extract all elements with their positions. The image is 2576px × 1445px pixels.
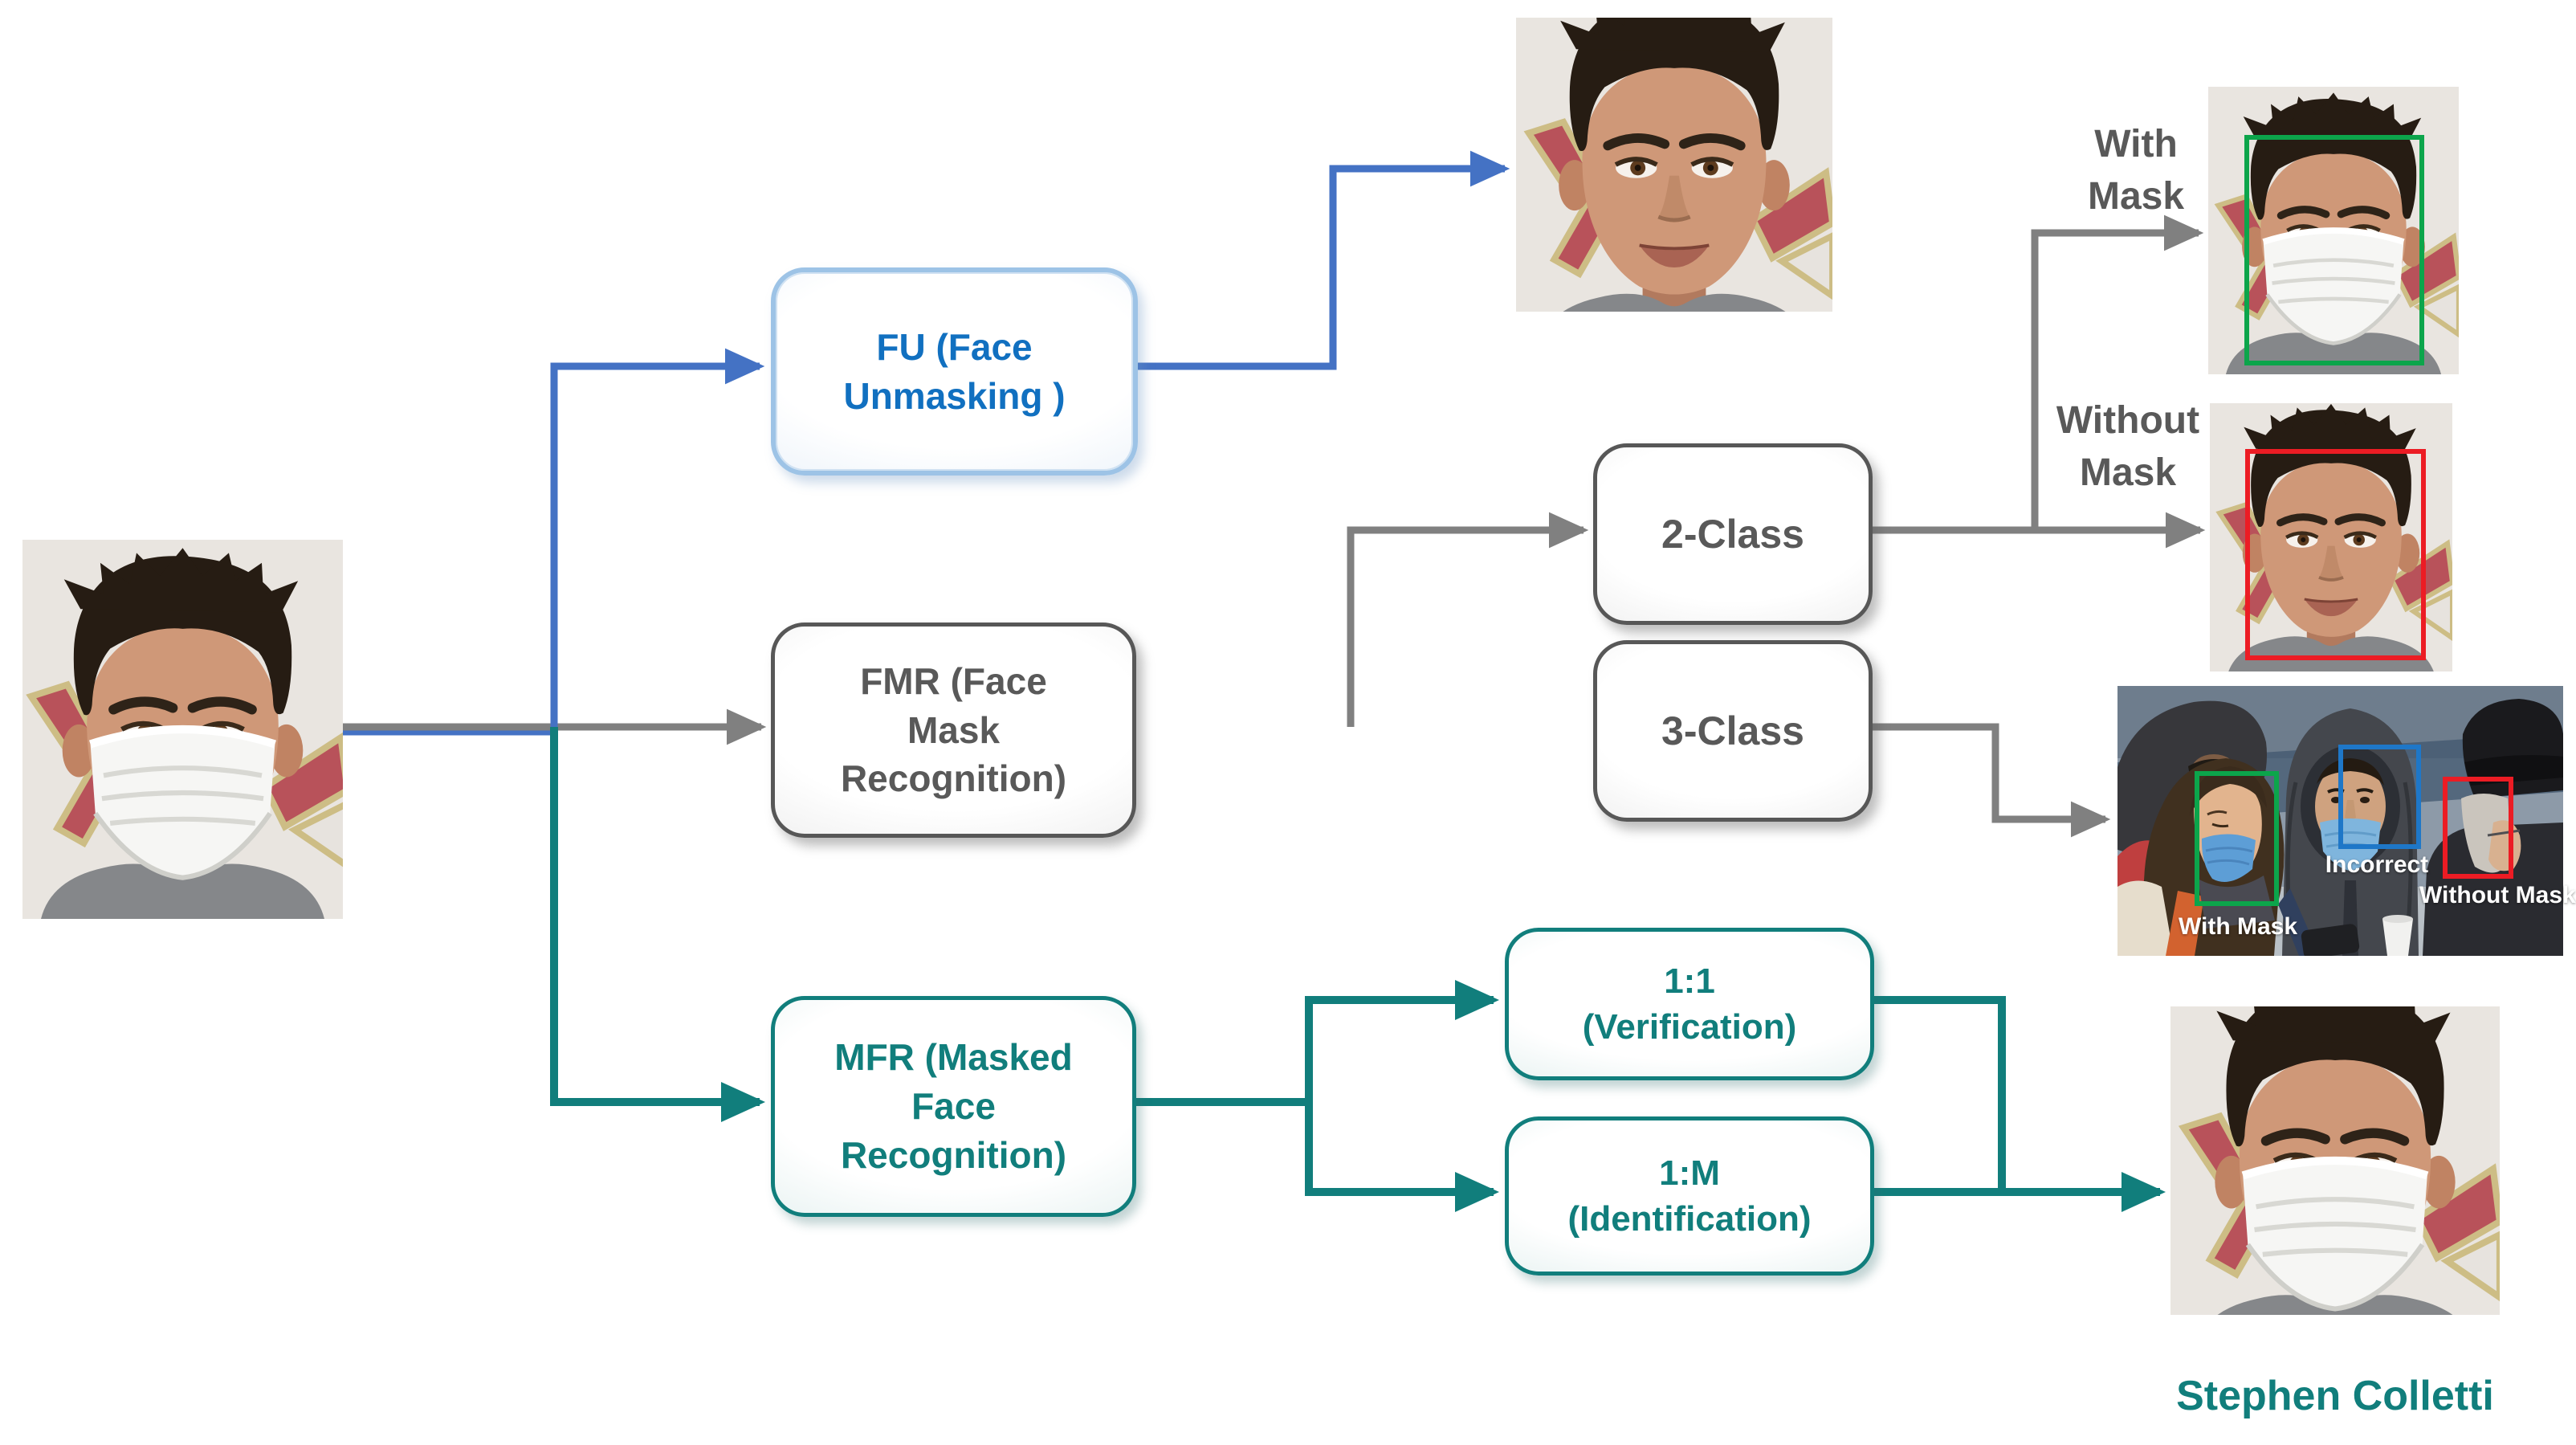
green-face-bounding-box (2195, 771, 2279, 906)
detection-label-without-mask: Without Mask (2419, 882, 2576, 908)
red-face-bounding-box (2245, 449, 2426, 660)
result-masked-photo (2170, 1006, 2500, 1315)
result-name-label: Stephen Colletti (2176, 1373, 2494, 1419)
green-face-bounding-box (2244, 135, 2424, 365)
arrow-input-to-mfr (550, 727, 765, 1122)
node-2-class: 2-Class (1593, 443, 1873, 625)
line-verification-merge (1866, 996, 2006, 1192)
blue-face-bounding-box (2338, 745, 2421, 849)
node-identification: 1:M (Identification) (1505, 1116, 1874, 1276)
detection-label-incorrect: Incorrect (2325, 851, 2429, 878)
node-face-mask-recognition: FMR (Face Mask Recognition) (771, 622, 1136, 838)
arrow-3class-to-group (1865, 723, 2111, 838)
label-without-mask-branch: Without Mask (2056, 399, 2200, 494)
node-face-unmasking: FU (Face Unmasking ) (771, 267, 1138, 476)
detection-label-with-mask: With Mask (2178, 913, 2298, 940)
input-masked-photo (22, 540, 343, 919)
group-detection-photo: With Mask Incorrect Without Mask (2117, 686, 2576, 956)
without-mask-detection-photo (2210, 403, 2452, 671)
arrow-mfr-to-identification (1305, 1102, 1499, 1212)
with-mask-detection-photo (2208, 87, 2459, 374)
arrow-fu-to-unmasked (1128, 150, 1510, 370)
label-with-mask-branch: With Mask (2087, 123, 2185, 218)
node-verification: 1:1 (Verification) (1505, 928, 1874, 1080)
unmasked-output-photo (1516, 18, 1832, 312)
node-3-class: 3-Class (1593, 640, 1873, 822)
arrow-fmr-to-2class (1347, 512, 1589, 727)
node-masked-face-recognition: MFR (Masked Face Recognition) (771, 996, 1136, 1217)
red-face-bounding-box (2443, 777, 2513, 879)
arrow-2class-to-withmask (2031, 214, 2204, 530)
arrow-input-to-fu (550, 348, 765, 730)
arrow-mfr-to-verification (1305, 980, 1499, 1102)
